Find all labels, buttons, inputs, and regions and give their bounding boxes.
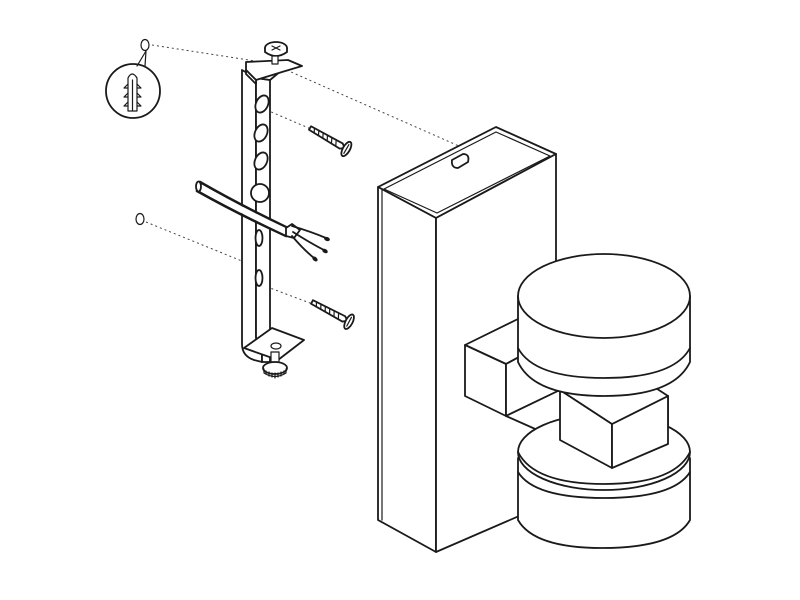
cable-icon xyxy=(195,180,330,262)
guide-upper-screw xyxy=(261,107,319,133)
wall-plug-icon xyxy=(105,38,161,226)
drill-hole-lower xyxy=(135,212,145,226)
guide-bracket-to-lamp-slot xyxy=(281,67,469,151)
guide-upper-plug-to-bracket xyxy=(151,44,269,64)
lamp-icon xyxy=(377,126,691,553)
drill-hole-upper xyxy=(140,38,150,52)
screw-icon xyxy=(308,125,355,330)
